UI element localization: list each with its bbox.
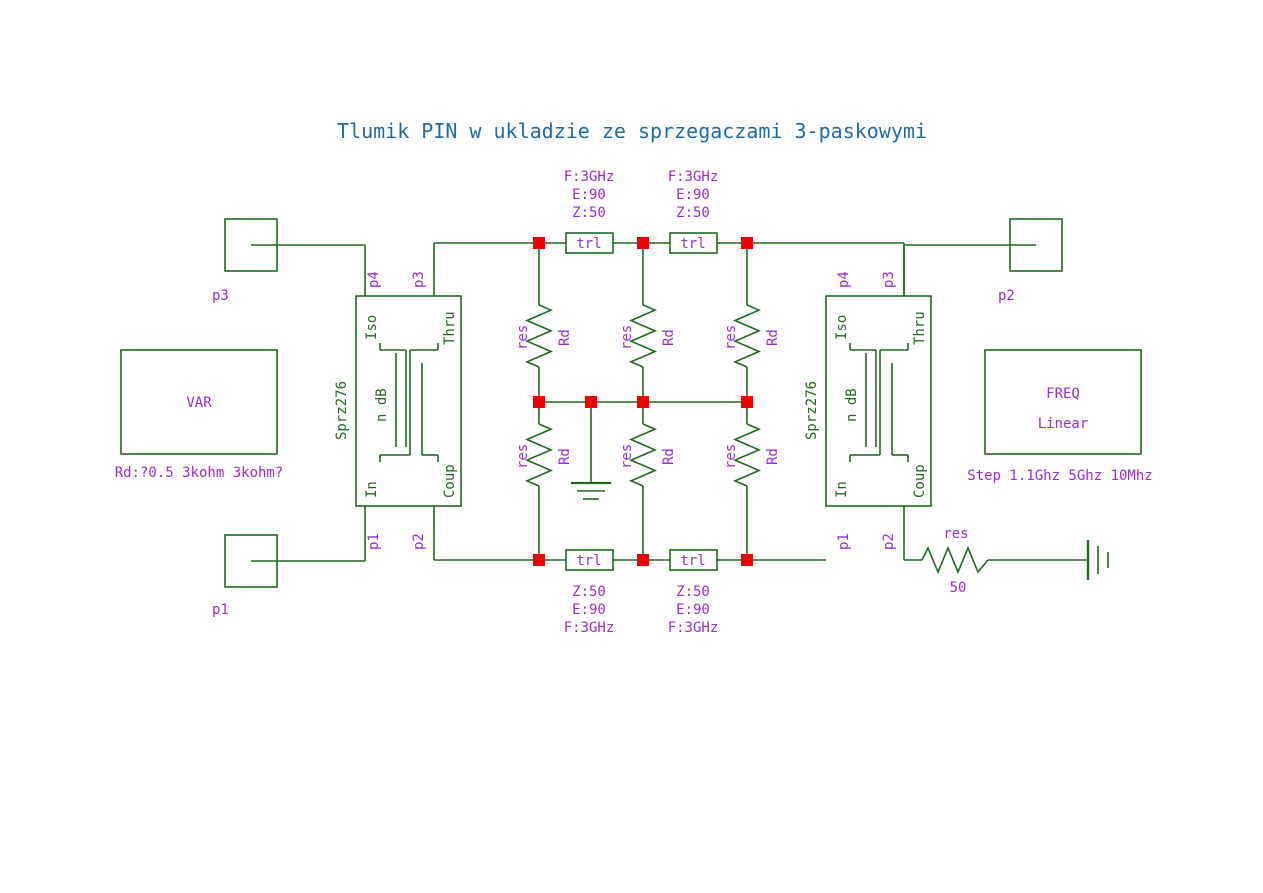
port-p3-left: p3 [212,218,366,304]
trl-top-2-z: Z:50 [676,205,710,221]
resistor-type-label: res [619,444,635,469]
resistor-lower-1: res Rd [515,402,573,560]
trl-top-2: trl F:3GHz E:90 Z:50 [668,169,719,254]
coupler-right-pin-p3: p3 [881,271,897,288]
coupler-right-pin-p1: p1 [836,533,852,550]
coupler-left-thru: Thru [442,311,458,345]
coupler-left-pin-p1: p1 [366,533,382,550]
resistor-name-label: Rd [765,329,781,346]
bottom-wiring: res 50 [433,506,1109,596]
coupler-right-pin-p4: p4 [836,271,852,288]
resistor-name-label: Rd [661,448,677,465]
coupler-right-pin-p2: p2 [881,533,897,550]
coupler-right-thru: Thru [912,311,928,345]
var-param: Rd:?0.5 3kohm 3kohm? [115,465,284,481]
freq-param: Step 1.1Ghz 5Ghz 10Mhz [967,468,1152,484]
trl-top-1: trl F:3GHz E:90 Z:50 [564,169,615,254]
diagram-title: Tlumik PIN w ukladzie ze sprzegaczami 3-… [337,119,927,143]
coupler-right-iso: Iso [834,315,850,340]
freq-mode: Linear [1038,416,1089,432]
coupler-right-param: n dB [844,388,860,422]
coupler-left: p4 p3 p1 p2 Iso Thru In Coup Sprz276 n d… [334,271,462,550]
coupler-left-pin-p3: p3 [411,271,427,288]
freq-block: FREQ Linear Step 1.1Ghz 5Ghz 10Mhz [967,349,1153,484]
port-label-p3: p3 [212,288,229,304]
resistor-upper-1: res Rd [515,243,573,402]
resistor-type-label: res [723,325,739,350]
coupler-left-name: Sprz276 [334,381,350,440]
coupler-right-name: Sprz276 [804,381,820,440]
coupler-left-iso: Iso [364,315,380,340]
var-block: VAR Rd:?0.5 3kohm 3kohm? [115,349,284,481]
trl-bottom-1: trl Z:50 E:90 F:3GHz [564,549,615,636]
resistor-name-label: Rd [557,448,573,465]
resistor-type-label: res [723,444,739,469]
resistor-upper-2: res Rd [619,243,677,402]
resistor-lower-3: res Rd [723,402,781,560]
load-res-type: res [943,526,968,542]
resistor-type-label: res [515,325,531,350]
port-label-p2: p2 [998,288,1015,304]
freq-label: FREQ [1046,386,1080,402]
port-p1-left: p1 [212,506,366,618]
resistor-type-label: res [515,444,531,469]
coupler-right: p4 p3 p1 p2 Iso Thru In Coup Sprz276 n d… [804,271,932,550]
resistor-type-label: res [619,325,635,350]
coupler-right-in: In [834,481,850,498]
trl-top-2-e: E:90 [676,187,710,203]
svg-text:trl: trl [576,553,601,569]
coupler-left-pin-p2: p2 [411,533,427,550]
coupler-right-coup: Coup [912,464,928,498]
trl-bottom-2-f: F:3GHz [668,620,719,636]
trl-bottom-1-f: F:3GHz [564,620,615,636]
svg-text:trl: trl [680,553,705,569]
top-wiring [433,242,905,296]
coupler-left-pin-p4: p4 [366,271,382,288]
svg-text:trl: trl [680,236,705,252]
resistor-lower-2: res Rd [619,402,677,560]
svg-text:trl: trl [576,236,601,252]
resistor-upper-3: res Rd [723,243,781,402]
ground-symbol [571,402,611,500]
port-p2-right: p2 [903,218,1063,304]
trl-bottom-2: trl Z:50 E:90 F:3GHz [668,549,719,636]
trl-top-1-e: E:90 [572,187,606,203]
trl-top-1-f: F:3GHz [564,169,615,185]
var-label: VAR [186,395,212,411]
trl-top-2-f: F:3GHz [668,169,719,185]
trl-bottom-1-e: E:90 [572,602,606,618]
resistor-name-label: Rd [557,329,573,346]
resistor-name-label: Rd [661,329,677,346]
resistor-name-label: Rd [765,448,781,465]
coupler-left-coup: Coup [442,464,458,498]
port-label-p1: p1 [212,602,229,618]
trl-bottom-2-e: E:90 [676,602,710,618]
load-res-value: 50 [950,580,967,596]
nodes [533,237,753,566]
trl-bottom-1-z: Z:50 [572,584,606,600]
trl-top-1-z: Z:50 [572,205,606,221]
coupler-left-param: n dB [374,388,390,422]
trl-bottom-2-z: Z:50 [676,584,710,600]
coupler-left-in: In [364,481,380,498]
